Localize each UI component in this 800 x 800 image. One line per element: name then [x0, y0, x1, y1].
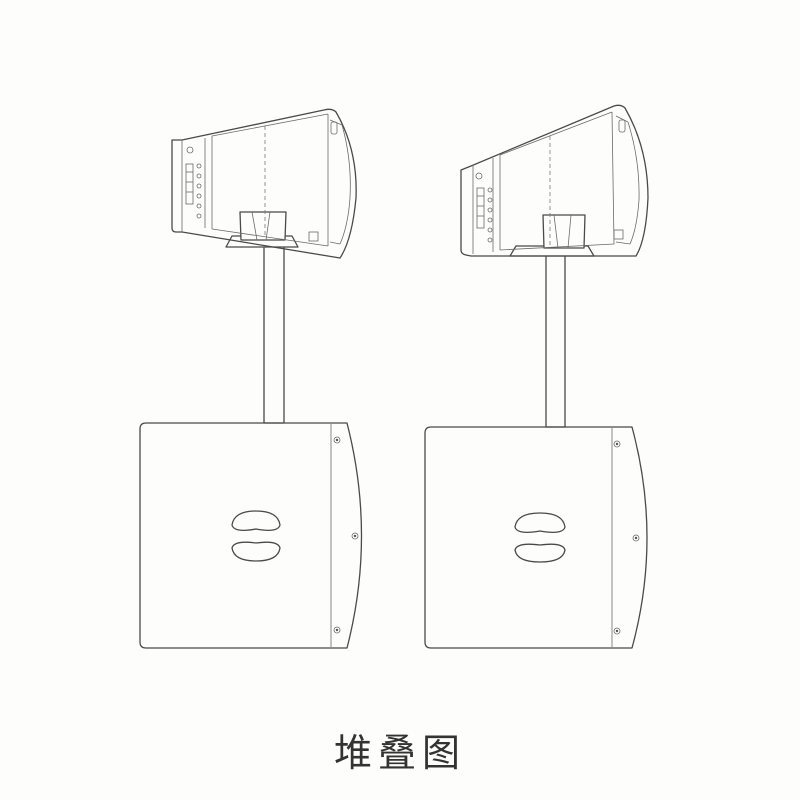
- right-subwoofer: [424, 426, 648, 649]
- handle-icon: [231, 510, 281, 562]
- left-subwoofer: [139, 422, 363, 649]
- left-pole: [263, 242, 285, 424]
- right-top-speaker: [460, 104, 649, 257]
- right-mount-bracket: [509, 214, 595, 257]
- right-pole: [545, 251, 566, 428]
- right-assembly: [424, 104, 649, 649]
- handle-icon: [514, 512, 566, 563]
- diagram-caption: 堆叠图: [333, 731, 466, 775]
- left-assembly: [139, 108, 363, 649]
- left-top-speaker: [171, 108, 357, 259]
- input-panel: [476, 187, 493, 243]
- left-mount-bracket: [225, 211, 299, 248]
- input-panel: [185, 163, 202, 219]
